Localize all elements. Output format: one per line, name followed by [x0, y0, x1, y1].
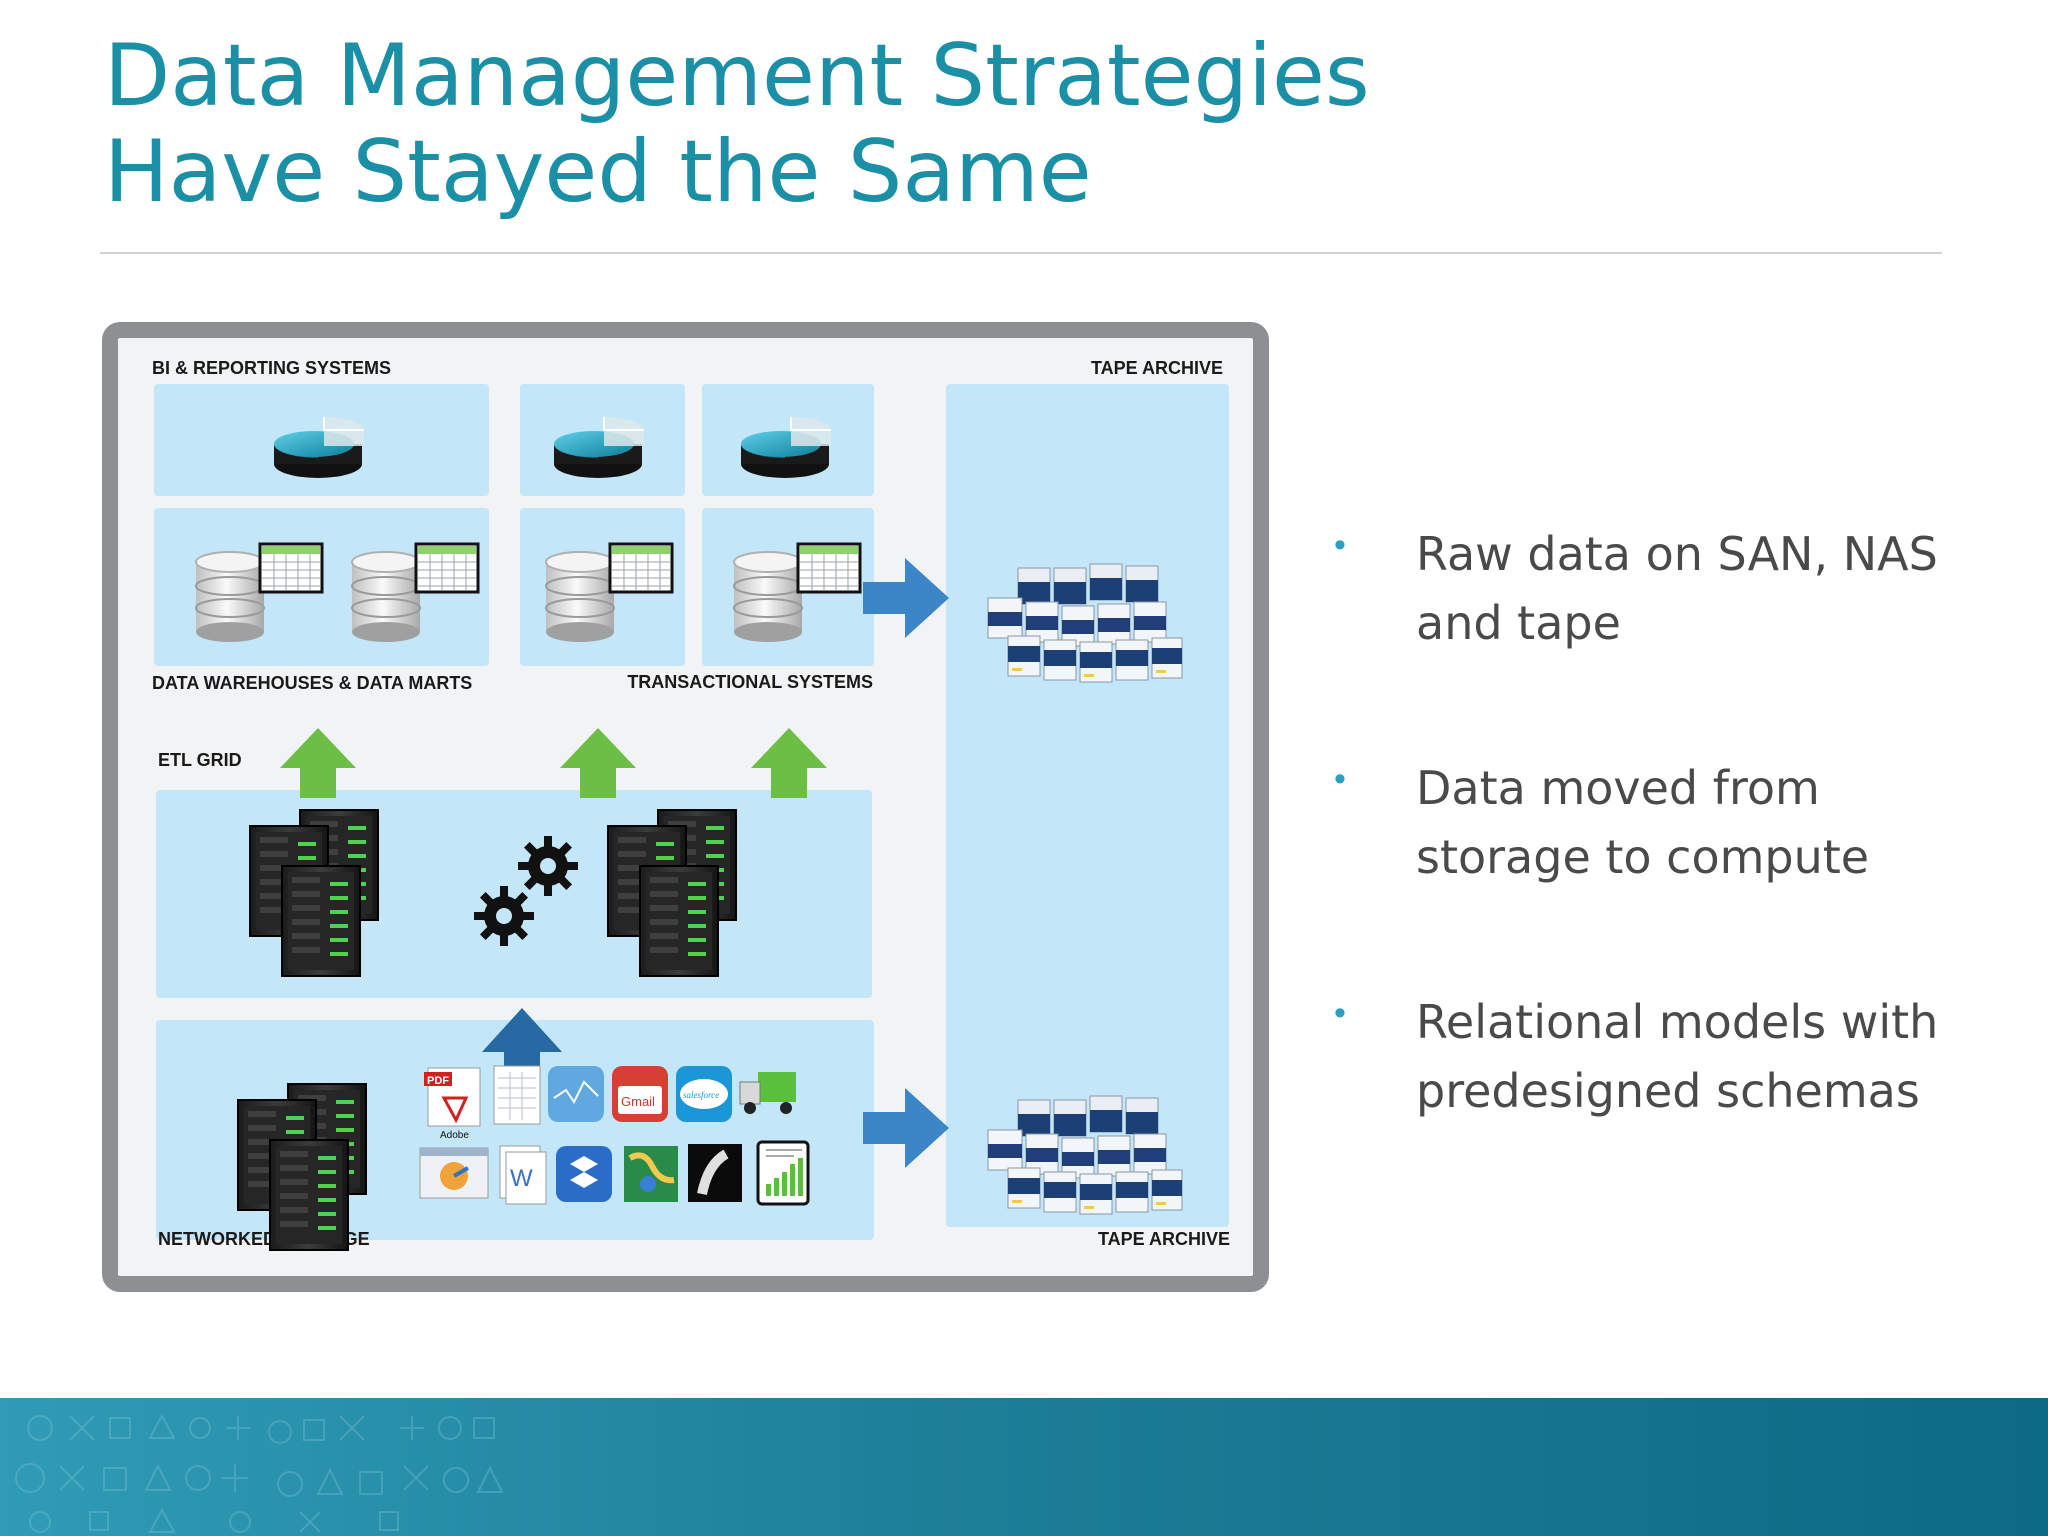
bullet-line: storage to compute — [1416, 830, 1870, 884]
label-etl-grid: ETL GRID — [158, 750, 242, 770]
bullet-text: Relational models with predesigned schem… — [1416, 988, 2016, 1126]
bullet-line: predesigned schemas — [1416, 1064, 1920, 1118]
spreadsheet-icon — [493, 1065, 541, 1125]
architecture-diagram: BI & REPORTING SYSTEMS TAPE ARCHIVE DATA… — [102, 322, 1269, 1292]
bullet-line: Raw data on SAN, NAS — [1416, 527, 1938, 581]
salesforce-icon: salesforce — [676, 1066, 732, 1122]
bullet-line: and tape — [1416, 596, 1621, 650]
svg-text:PDF: PDF — [427, 1075, 449, 1087]
label-data-warehouses: DATA WAREHOUSES & DATA MARTS — [152, 673, 472, 693]
tape-archive-panel — [946, 384, 1229, 1227]
svg-text:salesforce: salesforce — [683, 1090, 719, 1100]
bullet-text: Raw data on SAN, NAS and tape — [1416, 520, 2016, 658]
svg-text:Adobe: Adobe — [440, 1130, 469, 1141]
slide-title: Data Management Strategies Have Stayed t… — [104, 28, 1404, 220]
bullet-text: Data moved from storage to compute — [1416, 754, 2016, 892]
label-transactional: TRANSACTIONAL SYSTEMS — [627, 672, 873, 692]
title-line-1: Data Management Strategies — [104, 26, 1370, 126]
dropbox-icon — [556, 1146, 612, 1202]
bullet-dot-icon: • — [1334, 526, 1346, 564]
title-divider — [100, 252, 1942, 254]
footer-pattern — [15, 1413, 504, 1533]
arrow-up-green-icon — [751, 728, 827, 798]
svg-text:W: W — [510, 1165, 533, 1192]
gmail-icon: Gmail — [612, 1066, 668, 1122]
arrow-up-darkblue-icon — [482, 1008, 562, 1084]
bullet-line: Data moved from — [1416, 761, 1820, 815]
chart-window-icon — [419, 1147, 489, 1199]
xray-image-icon — [688, 1144, 742, 1202]
map-icon — [624, 1146, 678, 1202]
label-tape-archive-bottom: TAPE ARCHIVE — [1098, 1229, 1230, 1249]
arrow-right-blue-icon — [863, 558, 949, 638]
bullet-line: Relational models with — [1416, 995, 1939, 1049]
truck-icon — [739, 1072, 796, 1114]
bar-chart-doc-icon — [756, 1140, 810, 1206]
label-bi-reporting: BI & REPORTING SYSTEMS — [152, 358, 391, 378]
pdf-icon: PDF Adobe — [424, 1067, 481, 1141]
arrow-right-blue-icon — [863, 1088, 949, 1168]
bullet-dot-icon: • — [1334, 994, 1346, 1032]
footer-pattern-band — [0, 1398, 2048, 1536]
label-tape-archive-top: TAPE ARCHIVE — [1091, 358, 1223, 378]
arrow-up-green-icon — [280, 728, 356, 798]
bullet-dot-icon: • — [1334, 760, 1346, 798]
svg-text:Gmail: Gmail — [621, 1094, 655, 1109]
title-line-2: Have Stayed the Same — [104, 122, 1092, 222]
analytics-icon — [548, 1066, 604, 1122]
arrow-up-green-icon — [560, 728, 636, 798]
document-stack-icon: W — [499, 1145, 547, 1205]
